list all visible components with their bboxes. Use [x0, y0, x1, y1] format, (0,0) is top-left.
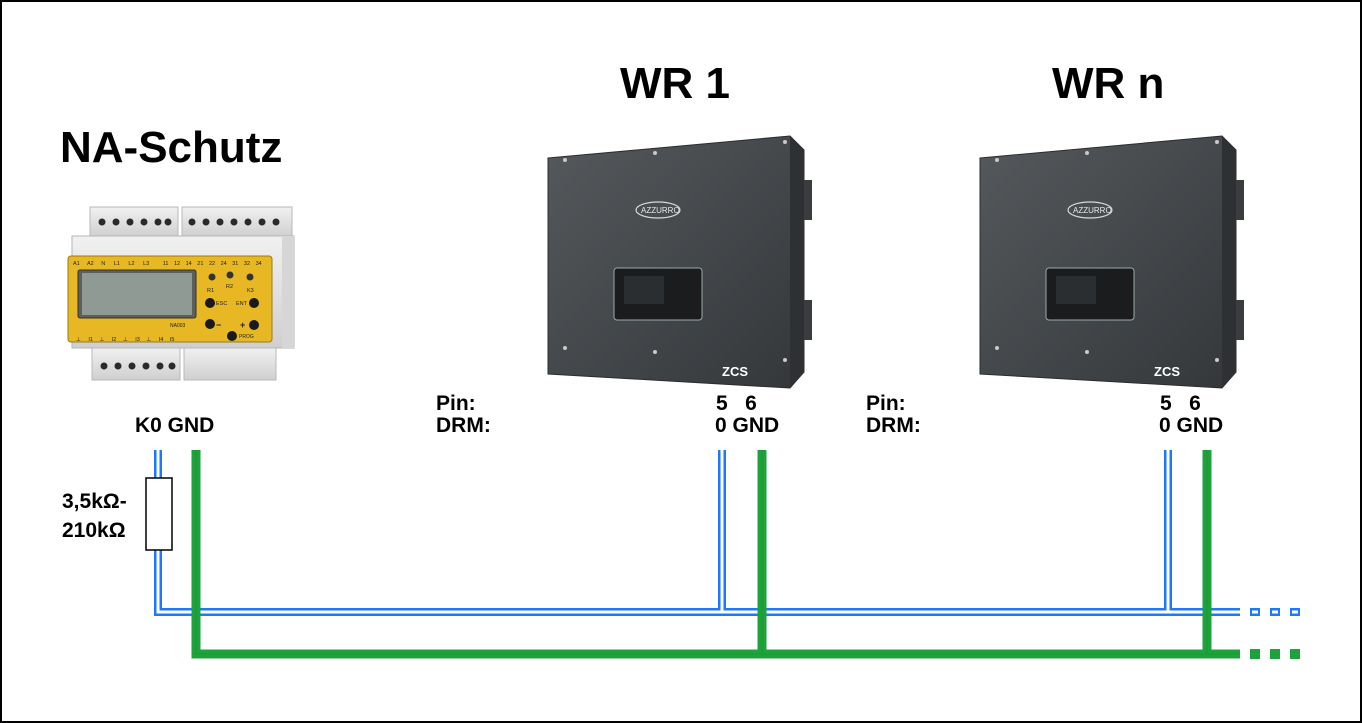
resistor — [145, 477, 173, 551]
na-schutz-title: NA-Schutz — [60, 123, 282, 172]
wr1-pin-label: Pin: — [436, 392, 476, 415]
inverter-wr1: AZZURRO ZCS — [547, 135, 812, 389]
ground-wire-continuation — [1250, 649, 1300, 659]
inverter-brand-logo: AZZURRO — [1073, 206, 1112, 215]
wrn-drm-label: DRM: — [866, 414, 921, 437]
svg-text:K3: K3 — [247, 288, 254, 294]
svg-text:R2: R2 — [226, 284, 233, 290]
wr1-title: WR 1 — [620, 59, 730, 108]
svg-text:+: + — [240, 320, 245, 330]
inverter-wrn: AZZURRO ZCS — [979, 135, 1244, 389]
resistor-value-line1: 3,5kΩ- — [62, 490, 127, 513]
na-schutz-device: A1 A2 N L1 L2 L3 11 12 14 21 22 24 31 32… — [67, 206, 295, 381]
wr1-drm-label: DRM: — [436, 414, 491, 437]
na-bottom-terminal-labels: ⊥ I1 ⊥ I2 ⊥ I3 ⊥ I4 I5 — [76, 336, 174, 343]
wrn-drm-values: 0 GND — [1159, 414, 1223, 437]
svg-text:−: − — [216, 320, 221, 330]
wrn-title: WR n — [1052, 59, 1164, 108]
wrn-pin-label: Pin: — [866, 392, 906, 415]
wr1-pin-numbers: 5 6 — [716, 392, 757, 415]
wrn-pin-numbers: 5 6 — [1160, 392, 1201, 415]
svg-text:PROG: PROG — [239, 334, 254, 340]
svg-text:ENT: ENT — [236, 301, 248, 307]
na-top-terminal-labels: A1 A2 N L1 L2 L3 11 12 14 21 22 24 31 32… — [73, 261, 262, 267]
inverter-brand-logo: AZZURRO — [641, 206, 680, 215]
wr1-drm-values: 0 GND — [715, 414, 779, 437]
svg-text:NA003: NA003 — [170, 323, 186, 329]
signal-wire-continuation — [1250, 608, 1300, 616]
inverter-maker-logo: ZCS — [1154, 364, 1180, 379]
resistor-value-line2: 210kΩ — [62, 519, 126, 542]
svg-text:R1: R1 — [207, 288, 214, 294]
inverter-maker-logo: ZCS — [722, 364, 748, 379]
na-terminal-label: K0 GND — [135, 414, 214, 437]
ground-wire — [191, 450, 1240, 659]
svg-text:ESC: ESC — [216, 301, 227, 307]
